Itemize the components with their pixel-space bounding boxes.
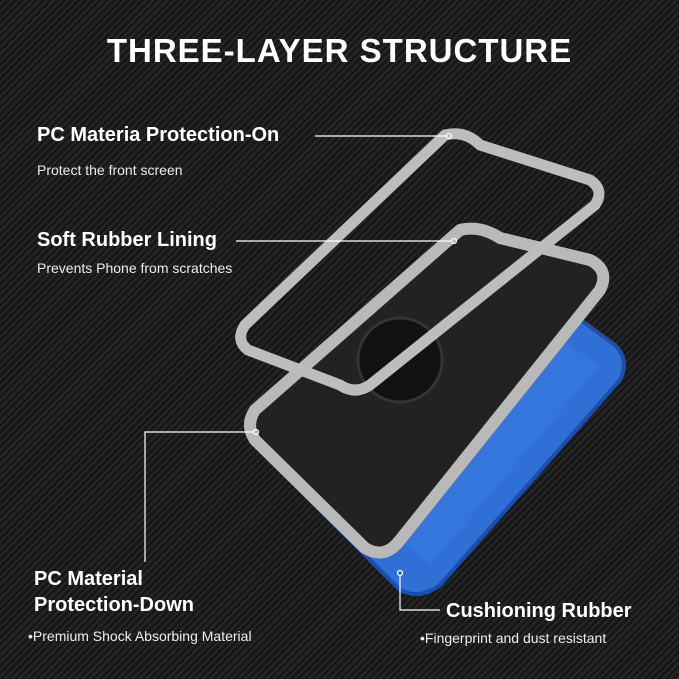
- callout-heading-cushion: Cushioning Rubber: [446, 600, 632, 622]
- callout-heading-back-line1: PC Material: [34, 568, 143, 590]
- callout-heading-front: PC Materia Protection-On: [37, 124, 280, 146]
- leader-lines: [144, 132, 458, 611]
- callout-subtext-lining: Prevents Phone from scratches: [37, 260, 233, 276]
- callout-subtext-front: Protect the front screen: [37, 162, 183, 178]
- callout-heading-lining: Soft Rubber Lining: [37, 229, 217, 251]
- callout-heading-back-line2: Protection-Down: [34, 594, 194, 616]
- front-frame-layer: [235, 128, 605, 396]
- callout-subtext-cushion: •Fingerprint and dust resistant: [420, 630, 607, 646]
- page-title: THREE-LAYER STRUCTURE: [106, 32, 573, 69]
- callout-subtext-back: •Premium Shock Absorbing Material: [28, 628, 252, 644]
